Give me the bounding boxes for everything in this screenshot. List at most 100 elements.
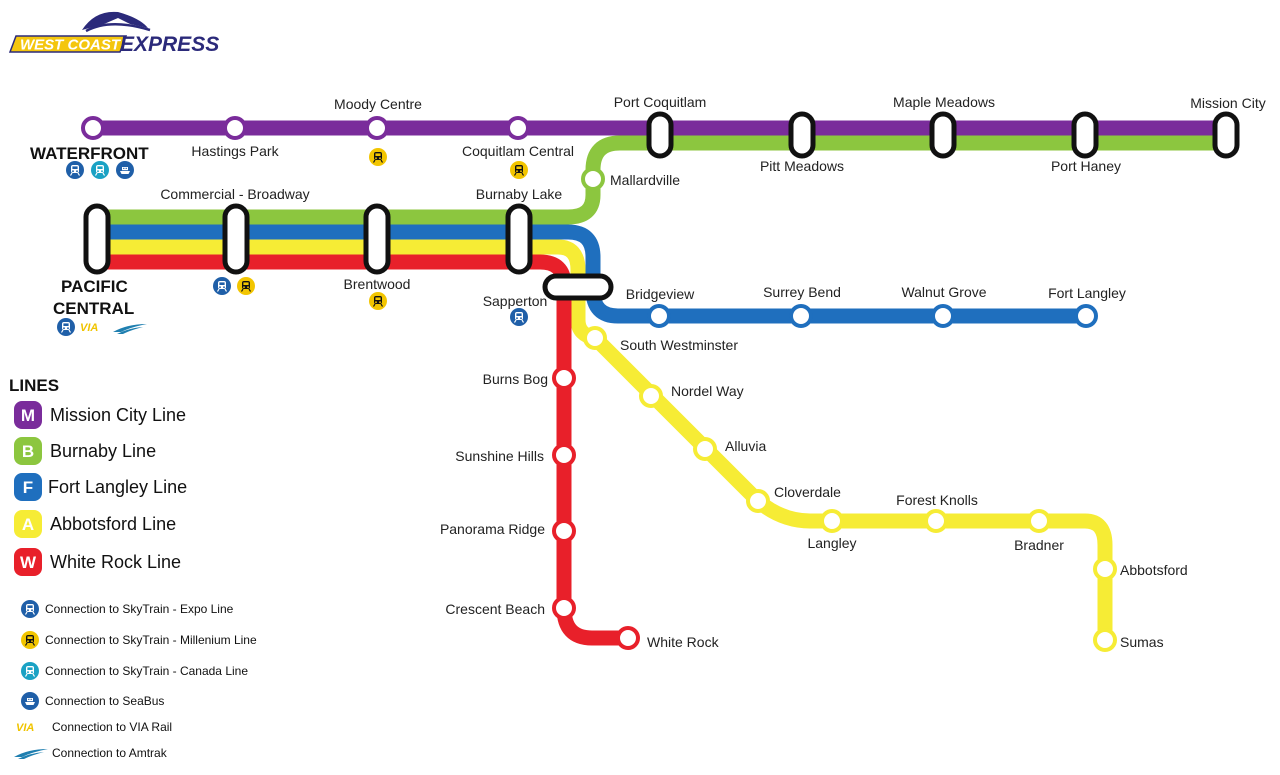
station-label-brentwood: Brentwood <box>344 276 411 292</box>
station-label-sapperton: Sapperton <box>483 293 548 309</box>
skytrain-expo-icon <box>57 318 75 336</box>
station-marker-white-rock[interactable] <box>616 626 640 650</box>
line-label: Fort Langley Line <box>48 477 187 497</box>
skytrain-millenium-icon <box>21 631 39 649</box>
station-label-crescent-beach: Crescent Beach <box>445 601 545 617</box>
terminal-label-waterfront: WATERFRONT <box>30 144 149 163</box>
station-label-nordel-way: Nordel Way <box>671 383 744 399</box>
legend-connection-item: Connection to SeaBus <box>21 692 164 710</box>
via-rail-icon: VIA <box>80 322 98 334</box>
station-marker-waterfront[interactable] <box>81 116 105 140</box>
station-label-hastings-park: Hastings Park <box>191 143 279 159</box>
terminal-label-pacific-central-1: PACIFIC <box>61 277 128 296</box>
station-label-sunshine-hills: Sunshine Hills <box>455 448 544 464</box>
logo-word-1: WEST COAST <box>20 37 122 54</box>
station-label-cloverdale: Cloverdale <box>774 484 841 500</box>
line-label: White Rock Line <box>50 552 181 572</box>
station-marker-maple-meadows[interactable] <box>929 111 957 159</box>
terminal-label-pacific-central-2: CENTRAL <box>53 299 134 318</box>
station-marker-hastings-park[interactable] <box>223 116 247 140</box>
station-marker-coquitlam-central[interactable] <box>506 116 530 140</box>
legend-connection-item: Connection to SkyTrain - Canada Line <box>21 662 248 680</box>
connection-label: Connection to VIA Rail <box>52 720 172 734</box>
legend-connection-item: Connection to SkyTrain - Expo Line <box>21 600 234 618</box>
skytrain-millenium-icon <box>510 161 528 179</box>
station-marker-nordel-way[interactable] <box>639 384 663 408</box>
skytrain-expo-icon <box>66 161 84 179</box>
line-badge <box>14 510 42 538</box>
skytrain-expo-icon <box>21 600 39 618</box>
station-marker-sapperton[interactable] <box>542 273 614 301</box>
station-label-commercial-broadway: Commercial - Broadway <box>160 186 309 202</box>
station-marker-sunshine-hills[interactable] <box>552 443 576 467</box>
station-marker-alluvia[interactable] <box>693 437 717 461</box>
station-marker-pacific-central[interactable] <box>83 203 111 275</box>
station-marker-walnut-grove[interactable] <box>931 304 955 328</box>
station-marker-port-coquitlam[interactable] <box>646 111 674 159</box>
logo-word-2: EXPRESS <box>120 33 219 56</box>
station-marker-commercial-broadway[interactable] <box>222 203 250 275</box>
svg-text:VIA: VIA <box>80 322 98 334</box>
station-label-langley: Langley <box>807 535 856 551</box>
station-label-fort-langley: Fort Langley <box>1048 285 1126 301</box>
station-marker-mission-city[interactable] <box>1212 111 1240 159</box>
station-marker-burns-bog[interactable] <box>552 366 576 390</box>
station-marker-port-haney[interactable] <box>1071 111 1099 159</box>
station-label-burns-bog: Burns Bog <box>483 371 548 387</box>
station-label-abbotsford: Abbotsford <box>1120 562 1188 578</box>
line-abbotsford <box>97 239 1113 640</box>
station-label-moody-centre: Moody Centre <box>334 96 422 112</box>
station-marker-bradner[interactable] <box>1027 509 1051 533</box>
connection-label: Connection to SkyTrain - Expo Line <box>45 602 234 616</box>
amtrak-icon <box>113 324 147 334</box>
line-badge <box>14 473 42 501</box>
station-label-pitt-meadows: Pitt Meadows <box>760 158 844 174</box>
station-label-burnaby-lake: Burnaby Lake <box>476 186 563 202</box>
station-marker-moody-centre[interactable] <box>365 116 389 140</box>
skytrain-expo-icon <box>213 277 231 295</box>
station-marker-panorama-ridge[interactable] <box>552 519 576 543</box>
station-label-white-rock: White Rock <box>647 634 720 650</box>
station-marker-crescent-beach[interactable] <box>552 596 576 620</box>
station-marker-bridgeview[interactable] <box>647 304 671 328</box>
station-label-bridgeview: Bridgeview <box>626 286 695 302</box>
line-label: Mission City Line <box>50 405 186 425</box>
connection-icons: VIA <box>57 148 528 336</box>
skytrain-millenium-icon <box>237 277 255 295</box>
station-label-surrey-bend: Surrey Bend <box>763 284 841 300</box>
amtrak-icon <box>14 749 48 759</box>
station-marker-langley[interactable] <box>820 509 844 533</box>
station-label-bradner: Bradner <box>1014 537 1064 553</box>
station-label-coquitlam-central: Coquitlam Central <box>462 143 574 159</box>
station-marker-south-westminster[interactable] <box>583 326 607 350</box>
station-marker-burnaby-lake[interactable] <box>505 203 533 275</box>
skytrain-millenium-icon <box>369 148 387 166</box>
route-lines <box>93 120 1226 646</box>
line-white-rock <box>97 254 628 646</box>
connection-label: Connection to SkyTrain - Canada Line <box>45 664 248 678</box>
station-marker-abbotsford[interactable] <box>1093 557 1117 581</box>
station-marker-cloverdale[interactable] <box>746 489 770 513</box>
line-badge <box>14 401 42 429</box>
line-badge <box>14 437 42 465</box>
station-marker-mallardville[interactable] <box>581 167 605 191</box>
station-label-port-coquitlam: Port Coquitlam <box>614 94 707 110</box>
station-label-port-haney: Port Haney <box>1051 158 1121 174</box>
station-marker-pitt-meadows[interactable] <box>788 111 816 159</box>
transfer-stations <box>83 111 1240 301</box>
station-marker-brentwood[interactable] <box>363 203 391 275</box>
station-marker-surrey-bend[interactable] <box>789 304 813 328</box>
station-marker-sumas[interactable] <box>1093 628 1117 652</box>
station-label-sumas: Sumas <box>1120 634 1164 650</box>
station-marker-forest-knolls[interactable] <box>924 509 948 533</box>
skytrain-canada-icon <box>21 662 39 680</box>
station-label-walnut-grove: Walnut Grove <box>901 284 986 300</box>
line-badge-letter: A <box>22 515 34 534</box>
skytrain-expo-icon <box>510 308 528 326</box>
station-marker-fort-langley[interactable] <box>1074 304 1098 328</box>
